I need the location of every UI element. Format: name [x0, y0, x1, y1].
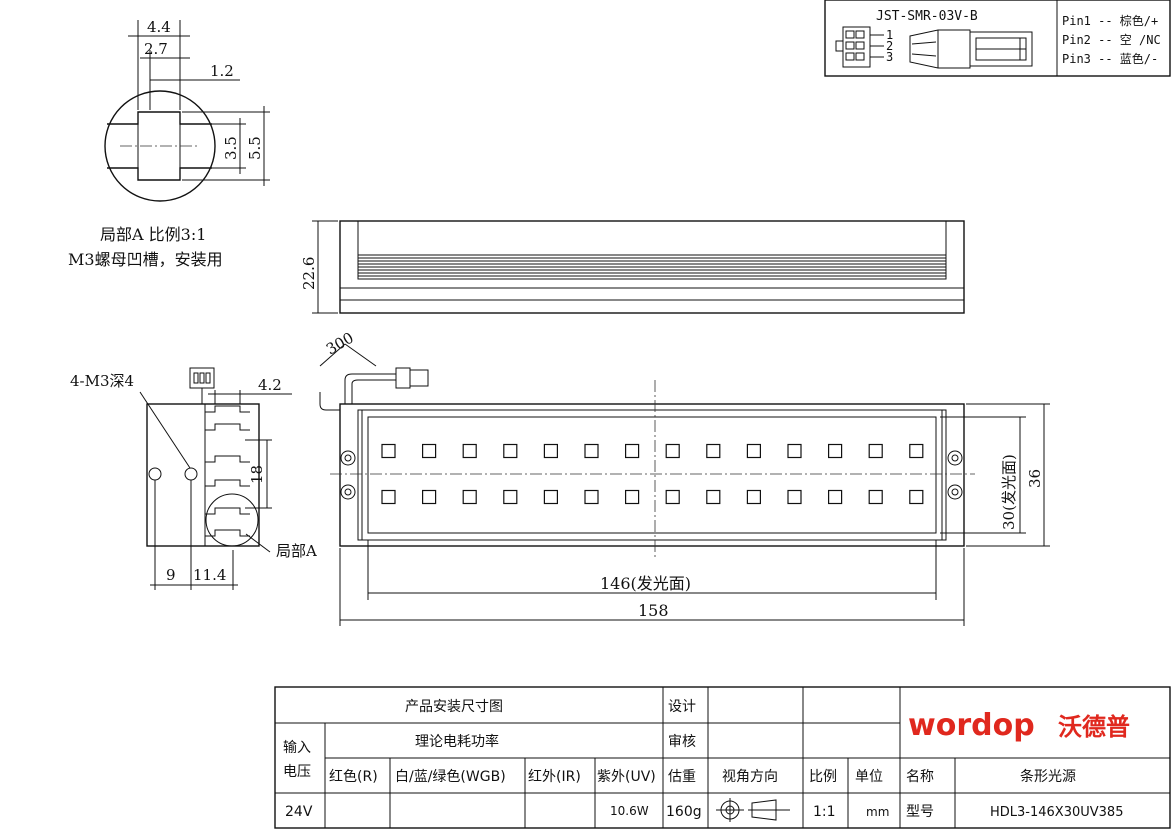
view-direction-label: 视角方向 — [722, 769, 778, 785]
led-chip — [665, 489, 680, 505]
detail-caption-scale: 局部A 比例3:1 — [100, 225, 206, 244]
brand-logo: wordop — [908, 708, 1035, 743]
scale-label: 比例 — [809, 769, 837, 785]
mounting-screws — [340, 450, 963, 500]
model-value: HDL3-146X30UV385 — [990, 805, 1123, 820]
end-dim-9: 9 — [166, 566, 176, 584]
brand-name-cn: 沃德普 — [1058, 713, 1130, 741]
projection-symbol-icon — [716, 798, 790, 822]
led-chip — [462, 443, 477, 459]
total-length-dim: 158 — [638, 601, 669, 620]
led-chip — [706, 489, 721, 505]
led-chip — [746, 443, 762, 459]
cable-length-dim: 300 — [323, 329, 357, 359]
led-chip — [462, 489, 477, 505]
led-chip — [381, 443, 396, 459]
end-dim-4-2: 4.2 — [258, 376, 282, 394]
col-ir: 红外(IR) — [528, 769, 581, 785]
led-chip — [706, 443, 721, 459]
led-chip — [787, 443, 802, 459]
led-chip — [624, 489, 640, 505]
input-voltage-label-1: 输入 — [283, 740, 311, 756]
uv-power-value: 10.6W — [610, 804, 649, 818]
front-view: 300 146(发光面) 158 30(发光面) 36 — [319, 329, 1050, 626]
end-detail-label: 局部A — [276, 542, 317, 560]
reviewer-label: 审核 — [668, 734, 696, 750]
detail-caption-nut: M3螺母凹槽，安装用 — [68, 250, 223, 269]
end-hole-label: 4-M3深4 — [70, 372, 134, 390]
power-header: 理论电耗功率 — [415, 733, 499, 750]
led-chip — [503, 443, 518, 459]
led-chip — [584, 443, 599, 459]
led-chip — [909, 443, 924, 459]
side-view: 22.6 — [300, 220, 965, 314]
led-chip — [827, 443, 843, 459]
unit-value: mm — [866, 805, 889, 819]
detail-dim-3-5: 3.5 — [222, 136, 240, 160]
end-dim-11-4: 11.4 — [193, 566, 226, 584]
detail-a-view: 4.4 2.7 1.2 3.5 5.5 局部A 比例3:1 M3螺母凹槽，安装用 — [68, 18, 270, 269]
led-chip — [909, 489, 924, 505]
led-chip — [868, 443, 883, 459]
led-grid — [381, 443, 924, 505]
led-chip — [746, 489, 762, 505]
led-chip — [543, 443, 559, 459]
input-voltage-label-2: 电压 — [283, 764, 311, 780]
emit-height-dim: 30(发光面) — [1000, 454, 1018, 530]
end-dim-18: 18 — [248, 465, 266, 484]
col-wgb: 白/蓝/绿色(WGB) — [395, 768, 506, 785]
detail-dim-4-4: 4.4 — [147, 18, 171, 36]
pin-number-3: 3 — [886, 50, 893, 64]
pin1-desc: Pin1 -- 棕色/+ — [1062, 13, 1158, 28]
model-label: 型号 — [906, 804, 934, 820]
led-chip — [584, 489, 599, 505]
scale-value: 1:1 — [813, 804, 836, 820]
emit-width-dim: 146(发光面) — [600, 574, 691, 593]
led-chip — [665, 443, 680, 459]
designer-label: 设计 — [668, 699, 696, 715]
led-chip — [827, 489, 843, 505]
col-red: 红色(R) — [329, 768, 378, 785]
name-label: 名称 — [906, 769, 934, 785]
led-chip — [787, 489, 802, 505]
connector-box: JST-SMR-03V-B 1 2 3 Pin1 -- 棕色/+ Pin2 --… — [824, 0, 1171, 77]
led-chip — [381, 489, 396, 505]
led-chip — [422, 443, 437, 459]
unit-label: 单位 — [855, 769, 883, 785]
drawing-title: 产品安装尺寸图 — [405, 699, 503, 715]
weight-label: 估重 — [668, 769, 696, 785]
led-chip — [422, 489, 437, 505]
name-value: 条形光源 — [1020, 768, 1076, 785]
pin3-desc: Pin3 -- 蓝色/- — [1062, 52, 1158, 66]
detail-dim-5-5: 5.5 — [246, 136, 264, 160]
total-height-dim: 36 — [1026, 469, 1044, 488]
pin2-desc: Pin2 -- 空 /NC — [1062, 33, 1161, 47]
col-uv: 紫外(UV) — [597, 769, 656, 785]
voltage-value: 24V — [285, 804, 313, 820]
pin-number-1: 1 — [886, 28, 893, 42]
connector-model: JST-SMR-03V-B — [876, 9, 978, 24]
end-view: 4-M3深4 4.2 18 9 11.4 局部A — [70, 367, 317, 590]
side-dim-height: 22.6 — [300, 257, 318, 290]
led-chip — [624, 443, 640, 459]
weight-value: 160g — [666, 804, 702, 820]
pin-number-2: 2 — [886, 39, 893, 53]
detail-dim-2-7: 2.7 — [144, 40, 168, 58]
led-chip — [868, 489, 883, 505]
title-block: 产品安装尺寸图 设计 输入 电压 理论电耗功率 审核 红色(R) 白/蓝/绿色(… — [274, 686, 1171, 829]
led-chip — [543, 489, 559, 505]
led-chip — [503, 489, 518, 505]
detail-dim-1-2: 1.2 — [210, 62, 234, 80]
side-fins — [358, 254, 946, 277]
